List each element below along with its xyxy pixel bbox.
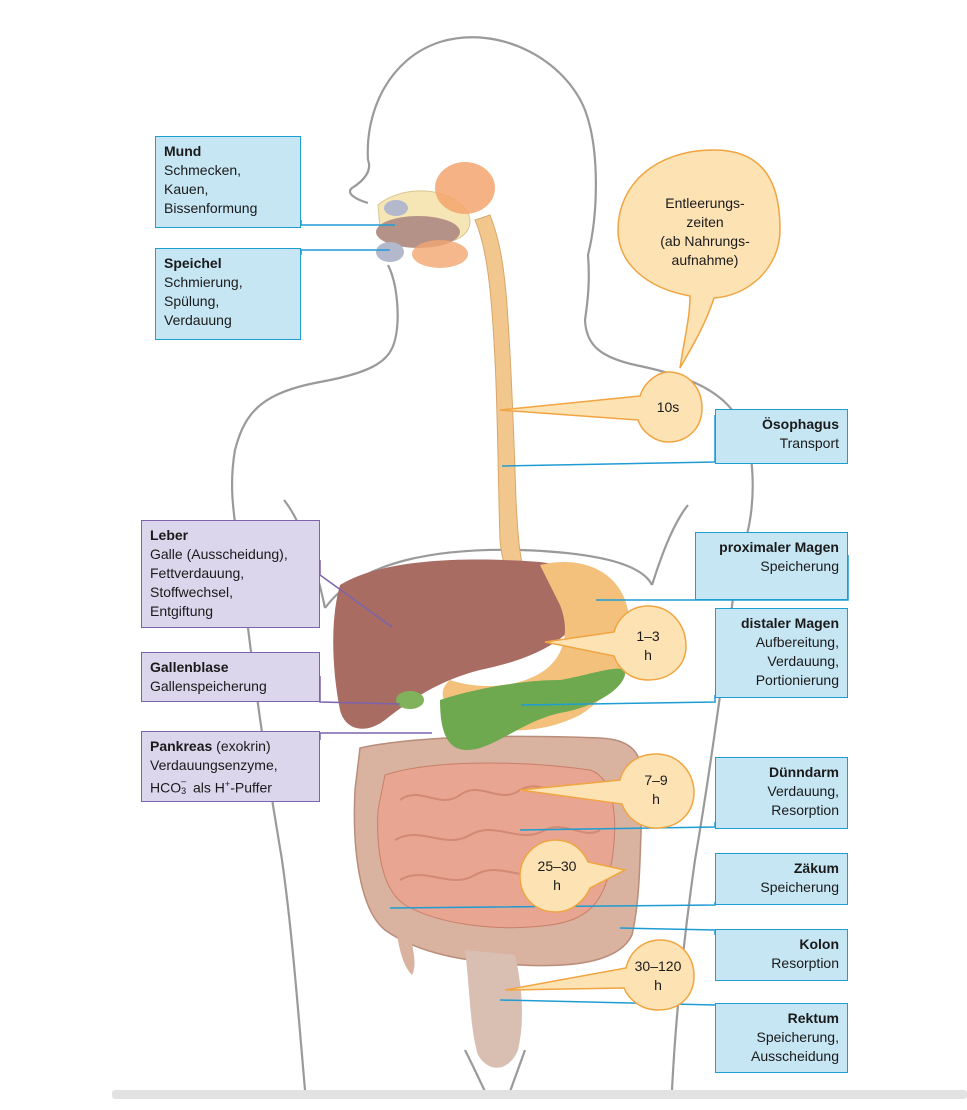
- time-line: 25–30: [537, 858, 577, 874]
- time-line: 30–120: [634, 958, 682, 974]
- buffer-sup2: +: [224, 779, 231, 789]
- time-line: h: [654, 977, 662, 993]
- duenndarm-line: Resorption: [771, 802, 839, 818]
- gallenblase-title: Gallenblase: [150, 659, 229, 675]
- prox-magen-line: Speicherung: [760, 558, 839, 574]
- leber-line: Fettverdauung,: [150, 565, 245, 581]
- mund-line: Schmecken,: [164, 162, 242, 178]
- speichel-title: Speichel: [164, 255, 222, 271]
- rektum-line: Ausscheidung: [751, 1048, 839, 1064]
- duenndarm-title: Dünndarm: [769, 764, 839, 780]
- speichel-line: Spülung,: [164, 293, 220, 309]
- rectum-shape: [465, 950, 522, 1068]
- callout-zaekum: Zäkum Speicherung: [715, 853, 848, 905]
- speichel-line: Verdauung: [164, 312, 232, 328]
- leber-line: Stoffwechsel,: [150, 584, 234, 600]
- bubble-10s-text: 10s: [636, 398, 700, 417]
- bubble-30-120h: [504, 939, 695, 1011]
- buffer-prefix: HCO: [150, 779, 182, 796]
- prox-magen-title: proximaler Magen: [719, 539, 839, 555]
- bubble-7-9h-text: 7–9 h: [624, 771, 688, 809]
- pankreas-title-line: Pankreas (exokrin): [150, 737, 311, 756]
- time-line: 1–3: [636, 628, 660, 644]
- dist-magen-line: Verdauung,: [767, 653, 839, 669]
- time-line: 10s: [656, 399, 680, 415]
- appendix-shape: [395, 920, 415, 975]
- bubble-25-30h: [519, 839, 628, 913]
- callout-duenndarm: Dünndarm Verdauung, Resorption: [715, 757, 848, 829]
- pankreas-buffer-line: HCO–3 als H+-Puffer: [150, 775, 311, 798]
- leber-title: Leber: [150, 527, 189, 543]
- buffer-sub: 3: [181, 785, 187, 796]
- zaekum-title: Zäkum: [793, 860, 839, 876]
- mund-title: Mund: [164, 143, 202, 159]
- leber-line: Entgiftung: [150, 603, 214, 619]
- pancreas-shape: [440, 668, 626, 751]
- gallbladder-shape: [396, 691, 424, 709]
- purple-leaders: [319, 560, 432, 740]
- bubble-1-3h: [544, 605, 687, 681]
- oesophagus-title: Ösophagus: [761, 416, 839, 432]
- kolon-title: Kolon: [799, 936, 839, 952]
- time-line: h: [644, 647, 652, 663]
- buffer-sup: –: [181, 775, 187, 786]
- bubble-7-9h: [519, 753, 695, 829]
- time-line: h: [553, 877, 561, 893]
- liver-shape: [333, 559, 586, 729]
- bubble-10s: [499, 371, 703, 443]
- pankreas-title-suffix: (exokrin): [212, 738, 271, 754]
- bubble-header: [617, 149, 781, 369]
- mund-line: Kauen,: [164, 181, 209, 197]
- duenndarm-line: Verdauung,: [767, 783, 839, 799]
- bubble-1-3h-text: 1–3 h: [616, 627, 680, 665]
- buffer-mid: als H: [189, 779, 225, 796]
- header-line: zeiten: [686, 214, 724, 230]
- mouth-organs: [376, 162, 495, 268]
- callout-mund: Mund Schmecken, Kauen, Bissenformung: [155, 136, 301, 228]
- callout-distaler-magen: distaler Magen Aufbereitung, Verdauung, …: [715, 608, 848, 698]
- bubble-30-120h-text: 30–120 h: [622, 957, 694, 995]
- rektum-line: Speicherung,: [756, 1029, 839, 1045]
- time-line: h: [652, 791, 660, 807]
- dist-magen-title: distaler Magen: [740, 615, 839, 631]
- callout-speichel: Speichel Schmierung, Spülung, Verdauung: [155, 248, 301, 340]
- dist-magen-line: Portionierung: [755, 672, 839, 688]
- oesophagus-line: Transport: [779, 435, 839, 451]
- header-line: (ab Nahrungs-: [660, 233, 750, 249]
- time-line: 7–9: [644, 772, 668, 788]
- bubble-25-30h-text: 25–30 h: [522, 857, 592, 895]
- mund-line: Bissenformung: [164, 200, 258, 216]
- leber-line: Galle (Ausscheidung),: [150, 546, 288, 562]
- callout-pankreas: Pankreas (exokrin) Verdauungsenzyme, HCO…: [141, 731, 320, 802]
- callout-proximaler-magen: proximaler Magen Speicherung: [695, 532, 848, 600]
- bubble-header-text: Entleerungs- zeiten (ab Nahrungs- aufnah…: [630, 194, 780, 270]
- pankreas-line: Verdauungsenzyme,: [150, 757, 278, 773]
- callout-rektum: Rektum Speicherung, Ausscheidung: [715, 1003, 848, 1073]
- callout-gallenblase: Gallenblase Gallenspeicherung: [141, 652, 320, 702]
- callout-oesophagus: Ösophagus Transport: [715, 409, 848, 464]
- time-bubbles: [499, 149, 781, 1011]
- esophagus-shape: [474, 214, 526, 576]
- header-line: Entleerungs-: [665, 195, 745, 211]
- pankreas-title: Pankreas: [150, 738, 213, 754]
- header-line: aufnahme): [671, 252, 739, 268]
- dist-magen-line: Aufbereitung,: [755, 634, 839, 650]
- buffer-end: -Puffer: [230, 779, 272, 796]
- speichel-line: Schmierung,: [164, 274, 243, 290]
- callout-leber: Leber Galle (Ausscheidung), Fettverdauun…: [141, 520, 320, 628]
- gallenblase-line: Gallenspeicherung: [150, 678, 267, 694]
- horizontal-scrollbar[interactable]: [112, 1090, 967, 1099]
- rektum-title: Rektum: [787, 1010, 839, 1026]
- callout-kolon: Kolon Resorption: [715, 929, 848, 981]
- zaekum-line: Speicherung: [760, 879, 839, 895]
- kolon-line: Resorption: [771, 955, 839, 971]
- buffer-subsup: –3: [181, 776, 189, 796]
